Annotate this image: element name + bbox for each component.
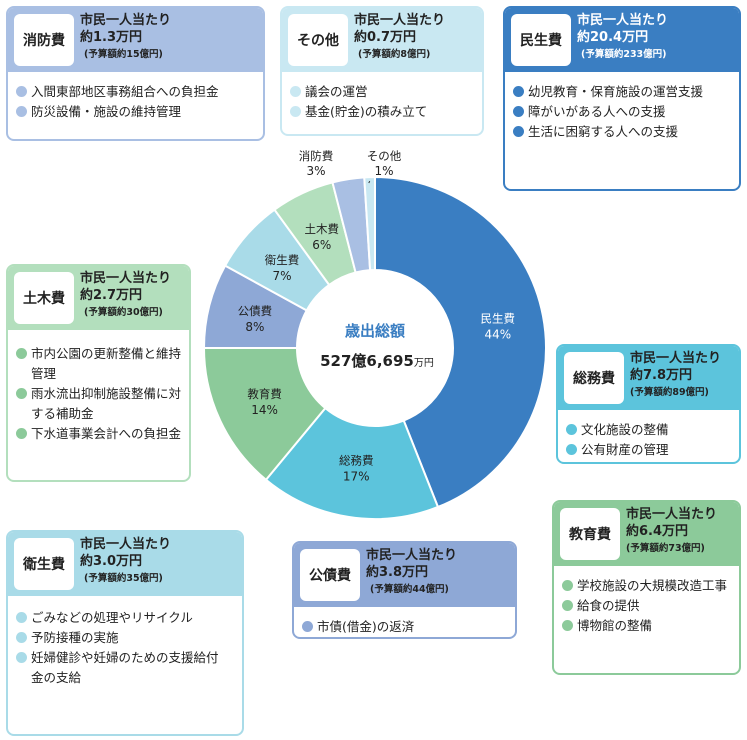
list-item: 議会の運営 [290, 82, 480, 102]
slice-percent-label: 17% [343, 470, 370, 484]
budget-amount: (予算額約73億円) [626, 543, 705, 554]
item-list: 議会の運営 基金(貯金)の積み立て [290, 82, 480, 122]
list-item: 生活に困窮する人への支援 [513, 122, 738, 142]
slice-percent-label: 6% [312, 238, 331, 252]
per-capita-label: 市民一人当たり [80, 271, 172, 286]
budget-amount: (予算額約8億円) [358, 49, 431, 60]
card-kosai: 公債費 市民一人当たり 約3.8万円 (予算額約44億円) 市債(借金)の返済 [292, 541, 517, 639]
card-title: 消防費 [14, 14, 74, 66]
list-item: ごみなどの処理やリサイクル [16, 608, 221, 628]
slice-name-label: 教育費 [247, 387, 282, 401]
per-capita-label: 市民一人当たり [366, 548, 458, 563]
per-capita-label: 市民一人当たり [354, 13, 446, 28]
slice-percent-label: 44% [484, 328, 511, 342]
budget-amount: (予算額約15億円) [84, 49, 163, 60]
per-capita-amount: 約6.4万円 [626, 524, 689, 539]
item-list: 学校施設の大規模改造工事 給食の提供 博物館の整備 [562, 576, 738, 636]
budget-amount: (予算額約89億円) [630, 387, 709, 398]
per-capita-amount: 約3.0万円 [80, 554, 143, 569]
card-doboku: 土木費 市民一人当たり 約2.7万円 (予算額約30億円) 市内公園の更新整備と… [6, 264, 191, 482]
item-list: 幼児教育・保育施設の運営支援 障がいがある人への支援 生活に困窮する人への支援 [513, 82, 738, 142]
slice-minsei [374, 175, 547, 509]
card-title: その他 [288, 14, 348, 66]
budget-amount: (予算額約44億円) [370, 584, 449, 595]
slice-percent-label: 8% [245, 320, 264, 334]
slice-name-label: 総務費 [339, 454, 374, 468]
list-item: 下水道事業会計への負担金 [16, 424, 188, 444]
per-capita-amount: 約0.7万円 [354, 30, 417, 45]
per-capita-label: 市民一人当たり [626, 507, 718, 522]
item-list: 文化施設の整備 公有財産の管理 [566, 420, 738, 460]
list-item: 障がいがある人への支援 [513, 102, 738, 122]
list-item: 市内公園の更新整備と維持管理 [16, 344, 188, 384]
budget-amount: (予算額約233億円) [581, 49, 667, 60]
per-capita-amount: 約1.3万円 [80, 30, 143, 45]
slice-percent-label: 14% [251, 403, 278, 417]
slice-sonota [363, 175, 376, 272]
slice-name-label: 衛生費 [265, 253, 300, 267]
slice-name-label: 消防費 [299, 149, 334, 163]
card-title: 総務費 [564, 352, 624, 404]
per-capita-amount: 約7.8万円 [630, 368, 693, 383]
center-total: 527億6,695万円 [320, 352, 434, 370]
slice-percent-label: 3% [306, 164, 325, 178]
slice-name-label: 公債費 [238, 304, 273, 318]
list-item: 博物館の整備 [562, 616, 738, 636]
item-list: 入間東部地区事務組合への負担金 防災設備・施設の維持管理 [16, 82, 261, 122]
card-title: 衛生費 [14, 538, 74, 590]
card-eisei: 衛生費 市民一人当たり 約3.0万円 (予算額約35億円) ごみなどの処理やリサ… [6, 530, 244, 736]
card-title: 公債費 [300, 549, 360, 601]
per-capita-label: 市民一人当たり [630, 351, 722, 366]
item-list: ごみなどの処理やリサイクル 予防接種の実施 妊婦健診や妊婦のための支援給付金の支… [16, 608, 221, 688]
card-sonota: その他 市民一人当たり 約0.7万円 (予算額約8億円) 議会の運営 基金(貯金… [280, 6, 484, 136]
list-item: 入間東部地区事務組合への負担金 [16, 82, 261, 102]
list-item: 雨水流出抑制施設整備に対する補助金 [16, 384, 188, 424]
list-item: 基金(貯金)の積み立て [290, 102, 480, 122]
slice-name-label: 民生費 [481, 312, 516, 326]
list-item: 幼児教育・保育施設の運営支援 [513, 82, 738, 102]
per-capita-label: 市民一人当たり [80, 537, 172, 552]
per-capita-amount: 約2.7万円 [80, 288, 143, 303]
per-capita-label: 市民一人当たり [80, 13, 172, 28]
list-item: 防災設備・施設の維持管理 [16, 102, 261, 122]
item-list: 市債(借金)の返済 [302, 617, 512, 637]
list-item: 公有財産の管理 [566, 440, 738, 460]
card-shobo: 消防費 市民一人当たり 約1.3万円 (予算額約15億円) 入間東部地区事務組合… [6, 6, 265, 141]
card-minsei: 民生費 市民一人当たり 約20.4万円 (予算額約233億円) 幼児教育・保育施… [503, 6, 741, 191]
list-item: 市債(借金)の返済 [302, 617, 512, 637]
per-capita-label: 市民一人当たり [577, 13, 669, 28]
slice-percent-label: 1% [374, 164, 393, 178]
card-title: 教育費 [560, 508, 620, 560]
card-somu: 総務費 市民一人当たり 約7.8万円 (予算額約89億円) 文化施設の整備 公有… [556, 344, 741, 464]
item-list: 市内公園の更新整備と維持管理 雨水流出抑制施設整備に対する補助金 下水道事業会計… [16, 344, 188, 444]
list-item: 予防接種の実施 [16, 628, 221, 648]
slice-somu [264, 406, 440, 520]
leader-line [368, 180, 371, 184]
per-capita-amount: 約3.8万円 [366, 565, 429, 580]
list-item: 妊婦健診や妊婦のための支援給付金の支給 [16, 648, 221, 688]
list-item: 文化施設の整備 [566, 420, 738, 440]
card-title: 民生費 [511, 14, 571, 66]
budget-amount: (予算額約35億円) [84, 573, 163, 584]
card-title: 土木費 [14, 272, 74, 324]
slice-percent-label: 7% [272, 269, 291, 283]
slice-name-label: 土木費 [305, 222, 340, 236]
card-kyoiku: 教育費 市民一人当たり 約6.4万円 (予算額約73億円) 学校施設の大規模改造… [552, 500, 741, 675]
slice-name-label: その他 [367, 149, 402, 163]
budget-amount: (予算額約30億円) [84, 307, 163, 318]
list-item: 給食の提供 [562, 596, 738, 616]
per-capita-amount: 約20.4万円 [577, 30, 649, 45]
list-item: 学校施設の大規模改造工事 [562, 576, 738, 596]
center-title: 歳出総額 [345, 322, 405, 340]
